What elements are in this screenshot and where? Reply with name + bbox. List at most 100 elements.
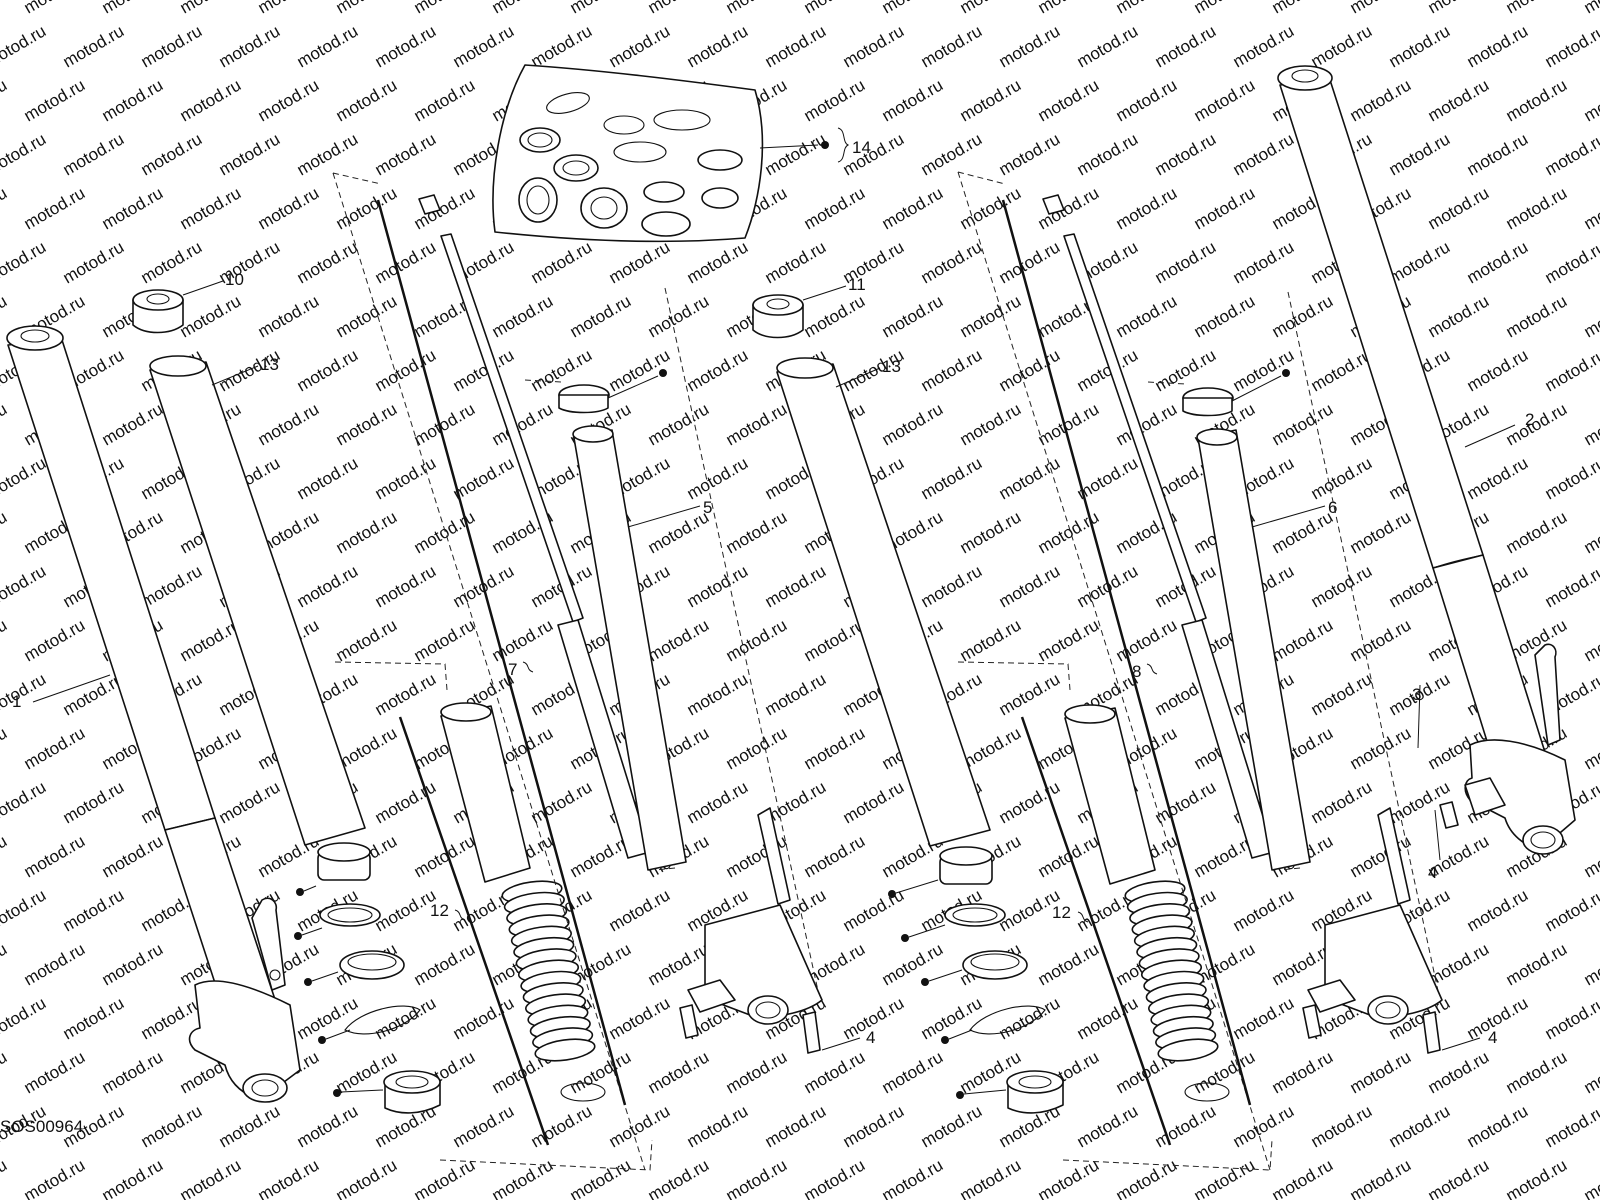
damper-cartridge-right: 8 6: [957, 171, 1337, 1171]
watermark-text: motod.ru: [762, 21, 830, 71]
watermark-text: motod.ru: [879, 75, 947, 125]
watermark-text: motod.ru: [294, 21, 362, 71]
watermark-text: motod.ru: [1581, 75, 1600, 125]
watermark-text: motod.ru: [606, 237, 674, 287]
watermark-text: motod.ru: [528, 21, 596, 71]
watermark-text: motod.ru: [1113, 1155, 1181, 1200]
watermark-text: motod.ru: [1503, 75, 1571, 125]
watermark-text: motod.ru: [372, 561, 440, 611]
watermark-text: motod.ru: [684, 453, 752, 503]
watermark-text: motod.ru: [723, 399, 791, 449]
watermark-text: motod.ru: [1191, 291, 1259, 341]
watermark-text: motod.ru: [879, 0, 947, 17]
watermark-text: motod.ru: [177, 1155, 245, 1200]
watermark-text: motod.ru: [372, 129, 440, 179]
watermark-text: motod.ru: [177, 0, 245, 17]
watermark-text: motod.ru: [1503, 291, 1571, 341]
watermark-text: motod.ru: [762, 1101, 830, 1151]
watermark-text: motod.ru: [1425, 1155, 1493, 1200]
watermark-text: motod.ru: [333, 75, 401, 125]
watermark-text: motod.ru: [333, 0, 401, 17]
watermark-text: motod.ru: [996, 237, 1064, 287]
watermark-text: motod.ru: [1386, 21, 1454, 71]
watermark-text: motod.ru: [723, 0, 791, 17]
watermark-text: motod.ru: [216, 777, 284, 827]
watermark-text: motod.ru: [645, 1155, 713, 1200]
watermark-text: motod.ru: [0, 75, 10, 125]
watermark-text: motod.ru: [957, 183, 1025, 233]
watermark-text: motod.ru: [645, 0, 713, 17]
watermark-text: motod.ru: [957, 1155, 1025, 1200]
watermark-text: motod.ru: [216, 21, 284, 71]
watermark-text: motod.ru: [138, 1101, 206, 1151]
watermark-text: motod.ru: [645, 615, 713, 665]
watermark-text: motod.ru: [645, 1047, 713, 1097]
watermark-text: motod.ru: [723, 723, 791, 773]
watermark-text: motod.ru: [411, 831, 479, 881]
watermark-text: motod.ru: [1347, 723, 1415, 773]
watermark-text: motod.ru: [1035, 831, 1103, 881]
watermark-text: motod.ru: [1464, 453, 1532, 503]
callout-13-right: 13: [882, 357, 901, 376]
drawing-code: SOS00964: [0, 1117, 83, 1136]
watermark-text: motod.ru: [567, 291, 635, 341]
watermark-text: motod.ru: [0, 399, 10, 449]
watermark-text: motod.ru: [1230, 885, 1298, 935]
watermark-text: motod.ru: [918, 993, 986, 1043]
watermark-text: motod.ru: [1152, 129, 1220, 179]
callout-1: 1: [12, 692, 21, 711]
watermark-text: motod.ru: [1581, 183, 1600, 233]
spring-assembly-left: 12: [334, 661, 653, 1171]
watermark-text: motod.ru: [60, 777, 128, 827]
callout-3: 3: [1412, 685, 1421, 704]
watermark-text: motod.ru: [333, 183, 401, 233]
watermark-text: motod.ru: [1347, 615, 1415, 665]
watermark-text: motod.ru: [1503, 1155, 1571, 1200]
watermark-text: motod.ru: [0, 453, 49, 503]
fork-leg-left-complete: [6, 325, 301, 1103]
watermark-text: motod.ru: [372, 237, 440, 287]
callout-13-left: 13: [260, 355, 279, 374]
watermark-text: motod.ru: [0, 777, 49, 827]
watermark-text: motod.ru: [1074, 1101, 1142, 1151]
watermark-text: motod.ru: [957, 75, 1025, 125]
watermark-text: motod.ru: [645, 291, 713, 341]
watermark-text: motod.ru: [606, 885, 674, 935]
watermark-text: motod.ru: [1503, 183, 1571, 233]
watermark-text: motod.ru: [1191, 75, 1259, 125]
callout-12-left: 12: [430, 901, 449, 920]
watermark-text: motod.ru: [1191, 1155, 1259, 1200]
watermark-text: motod.ru: [879, 291, 947, 341]
watermark-text: motod.ru: [801, 1047, 869, 1097]
watermark-text: motod.ru: [255, 1155, 323, 1200]
watermark-text: motod.ru: [0, 993, 49, 1043]
watermark-text: motod.ru: [294, 237, 362, 287]
watermark-text: motod.ru: [1542, 993, 1600, 1043]
spring-assembly-right: 12: [957, 661, 1273, 1171]
watermark-text: motod.ru: [1230, 237, 1298, 287]
damper-cartridge-left: 7 5: [332, 172, 712, 1171]
watermark-text: motod.ru: [255, 291, 323, 341]
watermark-text: motod.ru: [879, 1047, 947, 1097]
watermark-text: motod.ru: [567, 1155, 635, 1200]
watermark-text: motod.ru: [1581, 615, 1600, 665]
watermark-text: motod.ru: [1542, 21, 1600, 71]
fork-leg-right-complete: 3 4 2: [1277, 65, 1576, 882]
watermark-text: motod.ru: [879, 399, 947, 449]
spring-coil: [1157, 1038, 1219, 1062]
watermark-text: motod.ru: [99, 183, 167, 233]
watermark-text: motod.ru: [0, 939, 10, 989]
watermark-text: motod.ru: [918, 21, 986, 71]
watermark-text: motod.ru: [1074, 21, 1142, 71]
watermark-text: motod.ru: [1230, 21, 1298, 71]
watermark-text: motod.ru: [294, 1101, 362, 1151]
watermark-text: motod.ru: [918, 129, 986, 179]
watermark-text: motod.ru: [1386, 777, 1454, 827]
watermark-text: motod.ru: [1542, 885, 1600, 935]
watermark-text: motod.ru: [996, 21, 1064, 71]
watermark-text: motod.ru: [1113, 183, 1181, 233]
watermark-text: motod.ru: [1347, 0, 1415, 17]
watermark-text: motod.ru: [411, 0, 479, 17]
watermark-text: motod.ru: [1425, 183, 1493, 233]
watermark-text: motod.ru: [918, 1101, 986, 1151]
